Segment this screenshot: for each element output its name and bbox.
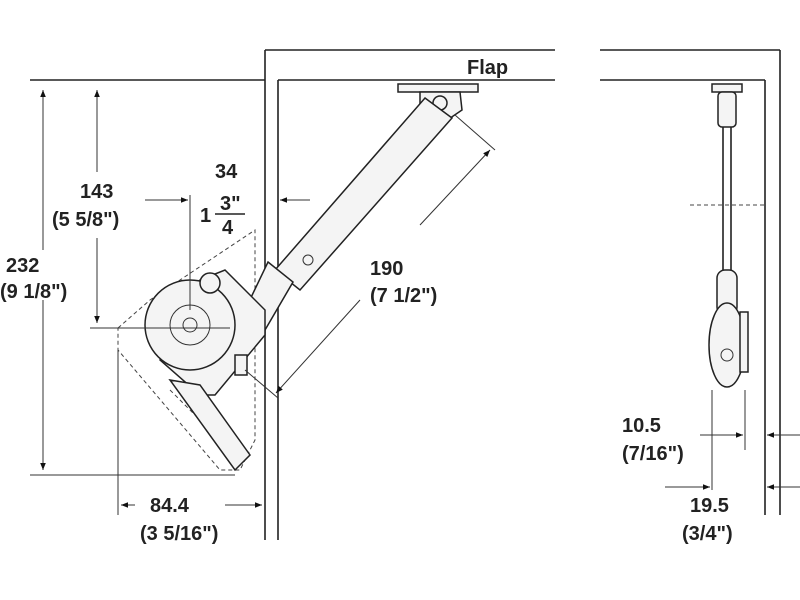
dimension-84-4: 84.4 (3 5/16") <box>117 350 262 545</box>
depth-in: (3 5/16") <box>140 523 218 545</box>
flap-stay-front <box>690 83 765 490</box>
cabinet-side-view <box>30 49 555 540</box>
dimension-10-5: 10.5 (7/16") <box>622 415 800 465</box>
dimension-190: 190 (7 1/2") <box>244 114 496 399</box>
offset-mm: 34 <box>215 161 238 183</box>
flap-stay-mechanism <box>117 83 479 472</box>
dimension-143: 143 (5 5/8") <box>52 90 230 329</box>
cabinet-front-view <box>600 49 781 515</box>
height-pivot-mm: 143 <box>80 181 113 203</box>
dimension-34: 34 1 3" 4 <box>145 161 310 310</box>
dimension-232: 232 (9 1/8") <box>0 90 235 476</box>
arm-length-mm: 190 <box>370 258 403 280</box>
height-pivot-in: (5 5/8") <box>52 209 119 231</box>
dimension-19-5: 19.5 (3/4") <box>665 484 800 545</box>
height-total-mm: 232 <box>6 255 39 277</box>
flap-label: Flap <box>467 57 508 79</box>
side-a-mm: 10.5 <box>622 415 661 437</box>
depth-mm: 84.4 <box>150 495 190 517</box>
arm-length-in: (7 1/2") <box>370 285 437 307</box>
height-total-in: (9 1/8") <box>0 281 67 303</box>
side-b-in: (3/4") <box>682 523 733 545</box>
offset-in-denominator: 4 <box>222 217 234 239</box>
offset-in-numerator: 3" <box>220 193 241 215</box>
side-a-in: (7/16") <box>622 443 684 465</box>
side-b-mm: 19.5 <box>690 495 729 517</box>
offset-in-whole: 1 <box>200 205 211 227</box>
